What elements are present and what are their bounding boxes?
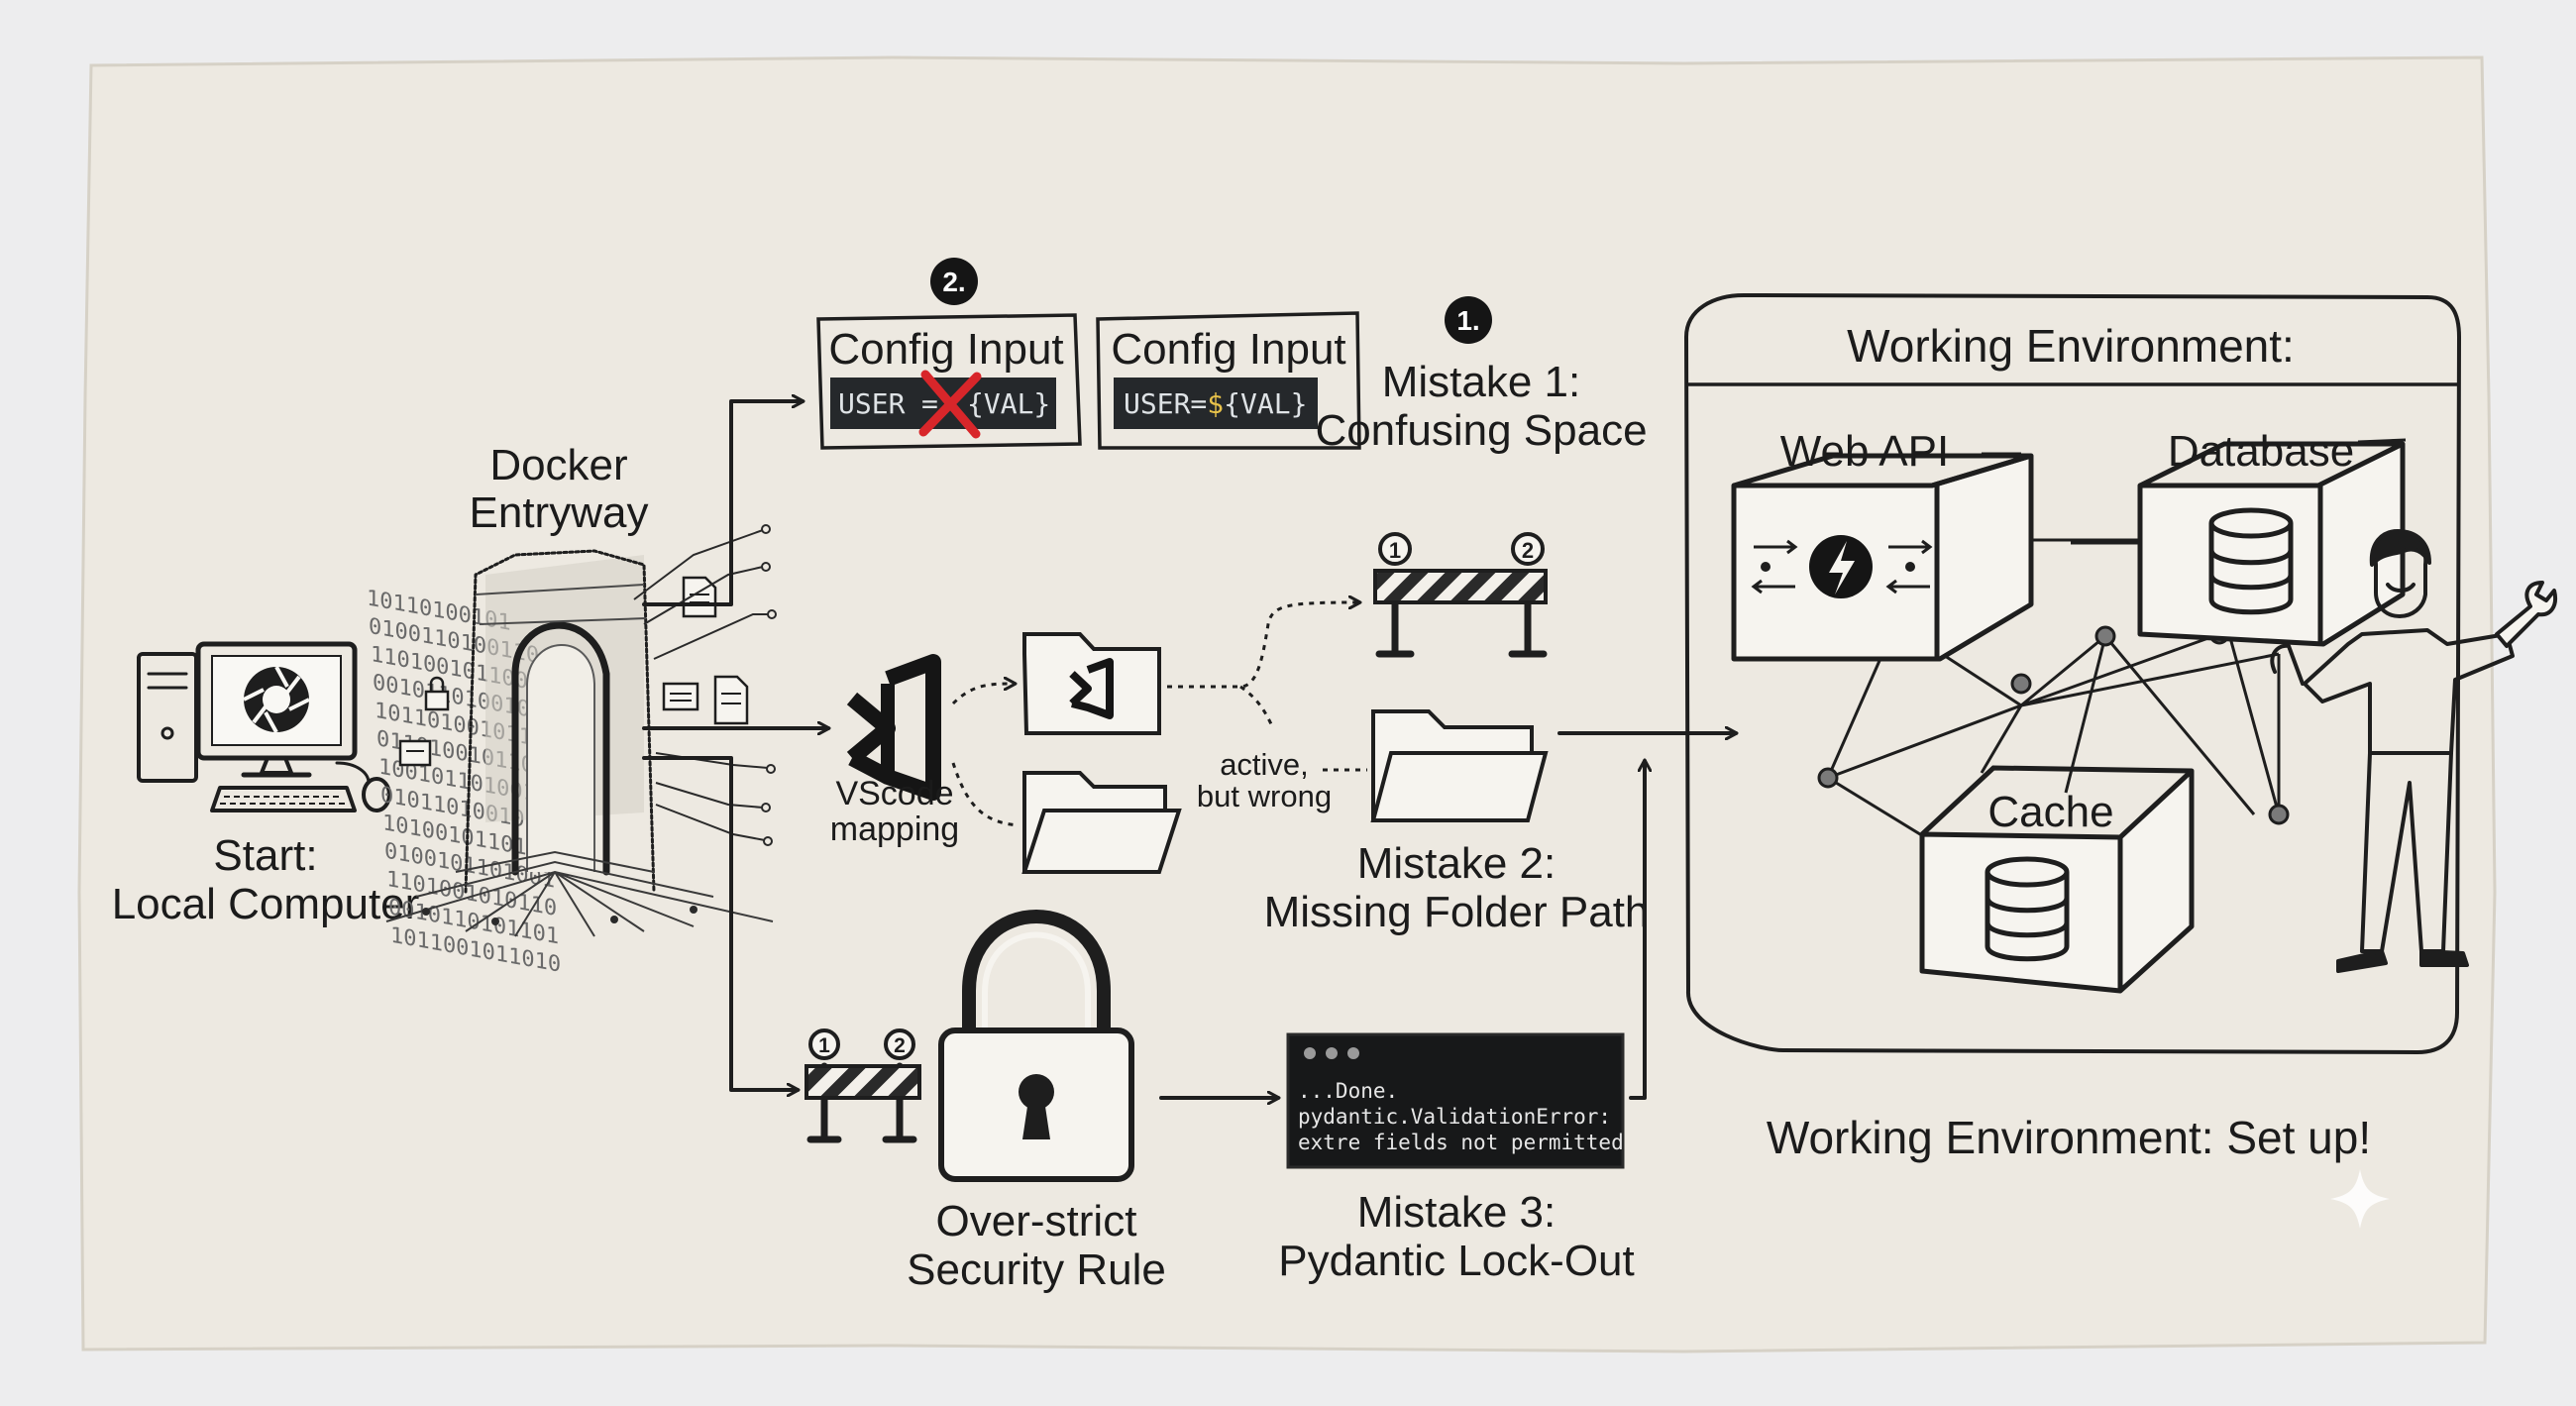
vscode-icon	[846, 654, 941, 801]
web-api-box	[1731, 453, 2034, 662]
local-computer-illustration	[137, 641, 391, 812]
lock-small-icon	[424, 676, 450, 711]
dotted-link-to-plain-folder	[951, 762, 1020, 827]
engineer-figure	[2270, 529, 2557, 973]
active-note-line1: active,	[1220, 747, 1309, 782]
barrier-top-icon	[1373, 532, 1548, 658]
pc-keyboard	[210, 786, 357, 812]
barrier-bottom-number-1: 1	[818, 1034, 830, 1057]
barrier-top-number-1: 1	[1389, 538, 1401, 563]
barrier-top-number-2: 2	[1522, 538, 1534, 563]
config-input-right: Config Input USER=${VAL}	[1096, 311, 1361, 450]
cache-label: Cache	[1987, 788, 2113, 836]
error-x-icon	[918, 370, 982, 439]
mistake3-label-line2: Pydantic Lock-Out	[1278, 1237, 1635, 1285]
config-input-right-title: Config Input	[1111, 325, 1345, 374]
config-code-wrong-user: USER	[838, 387, 906, 420]
terminal-line3: extre fields not permitted	[1298, 1131, 1624, 1154]
docker-label-line2: Entryway	[470, 488, 649, 537]
arrow-to-config	[642, 401, 803, 606]
environment-title: Working Environment:	[1847, 320, 2295, 372]
file-icon	[713, 675, 749, 725]
file-icon	[662, 682, 699, 711]
docker-archway	[464, 549, 656, 894]
web-api-label: Web API	[1780, 427, 1949, 476]
terminal-line1: ...Done.	[1298, 1079, 1398, 1103]
mistake1-label-line2: Confusing Space	[1315, 406, 1647, 455]
config-code-wrong	[830, 378, 1056, 429]
database-box	[2137, 441, 2406, 647]
terminal-window: ...Done. pydantic.ValidationError: extre…	[1286, 1032, 1625, 1169]
transfer-arrows-left-icon	[1751, 539, 1798, 595]
config-input-wrong: Config Input USER = {VAL}	[816, 313, 1082, 450]
file-icon	[398, 739, 432, 767]
step-badge-1-text: 1.	[1456, 305, 1479, 336]
database-label: Database	[2168, 427, 2354, 476]
mistake1-label-line1: Mistake 1:	[1382, 358, 1581, 406]
wrench-icon	[2495, 581, 2557, 648]
start-label-line2: Local Computer	[112, 880, 420, 928]
pc-monitor	[195, 641, 358, 761]
barrier-bottom-number-2: 2	[894, 1034, 906, 1057]
cache-database-icon	[1985, 856, 2070, 962]
cache-box	[1919, 765, 2195, 994]
security-label-line1: Over-strict	[936, 1197, 1137, 1245]
sparkle-icon	[2330, 1169, 2390, 1229]
config-code-wrong-eq: =	[921, 387, 938, 420]
terminal-line2: pydantic.ValidationError:	[1298, 1105, 1611, 1129]
config-code-wrong-rest: {VAL}	[967, 387, 1050, 420]
config-input-wrong-title: Config Input	[828, 325, 1063, 374]
step-badge-2-text: 2.	[942, 267, 965, 297]
mistake3-label-line1: Mistake 3:	[1357, 1188, 1556, 1237]
folder-open-icon	[1021, 771, 1182, 874]
config-code-right-text: USER=${VAL}	[1124, 387, 1307, 420]
database-icon	[2208, 507, 2294, 615]
vscode-label-line1: VScode	[835, 775, 953, 812]
paper-background	[77, 55, 2497, 1353]
arrow-terminal-to-environment	[1629, 761, 1645, 1100]
arrow-to-barrier	[642, 756, 798, 1090]
active-note-line2: but wrong	[1197, 779, 1332, 813]
vscode-label-line2: mapping	[830, 811, 959, 848]
network-floor-grid	[385, 850, 774, 937]
mistake2-label-line1: Mistake 2:	[1357, 839, 1556, 888]
transfer-arrows-right-icon	[1885, 539, 1933, 595]
dotted-arrow-to-vscode-folder	[951, 684, 1015, 705]
config-code-right	[1114, 378, 1318, 429]
folder-wrong-icon	[1370, 709, 1549, 822]
environment-caption: Working Environment: Set up!	[1767, 1112, 2371, 1163]
docker-label-line1: Docker	[489, 441, 627, 489]
padlock-icon	[938, 910, 1134, 1182]
mistake2-label-line2: Missing Folder Path	[1264, 888, 1650, 936]
security-label-line2: Security Rule	[907, 1245, 1166, 1294]
pc-mouse	[362, 777, 391, 812]
environment-panel	[1683, 292, 2462, 1055]
aperture-icon	[243, 666, 310, 733]
barrier-bottom-icon	[805, 1028, 921, 1143]
start-label-line1: Start:	[213, 831, 317, 880]
step-badge-2	[930, 258, 978, 305]
folder-vscode-icon	[1022, 632, 1161, 735]
step-badge-1	[1445, 296, 1492, 344]
dotted-arrow-to-barrier-top	[1167, 602, 1359, 689]
